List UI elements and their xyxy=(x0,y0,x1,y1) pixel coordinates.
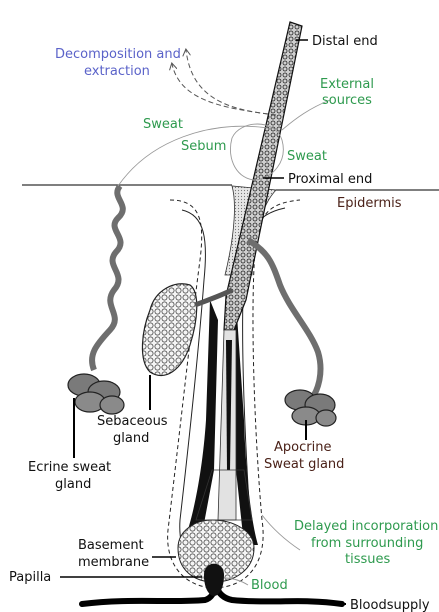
apocrine-duct xyxy=(248,240,320,398)
label-epidermis: Epidermis xyxy=(337,196,402,211)
epidermis-surface xyxy=(22,185,439,190)
label-blood: Blood xyxy=(251,578,288,593)
label-proximal-end: Proximal end xyxy=(288,172,372,187)
sweat-to-hair-curve xyxy=(118,126,268,186)
label-ecrine-1: Ecrine sweat xyxy=(28,460,111,475)
label-papilla: Papilla xyxy=(9,570,51,585)
label-delayed-2: from surrounding xyxy=(311,536,423,551)
label-decomposition-2: extraction xyxy=(84,64,150,79)
ecrine-sweat-duct xyxy=(92,186,123,370)
label-apocrine-1: Apocrine xyxy=(274,440,331,455)
label-external-2: sources xyxy=(322,93,372,108)
label-basement-2: membrane xyxy=(78,555,149,570)
decomposition-arrow-2 xyxy=(172,64,276,115)
label-bloodsupply: Bloodsupply xyxy=(350,598,430,612)
decomposition-arrow-1 xyxy=(186,50,276,115)
sebaceous-gland xyxy=(142,284,196,376)
label-decomposition-1: Decomposition and xyxy=(55,47,181,62)
label-sebum: Sebum xyxy=(181,139,226,154)
label-sebaceous-2: gland xyxy=(113,431,149,446)
label-delayed-3: tissues xyxy=(345,552,390,567)
label-ecrine-2: gland xyxy=(55,477,91,492)
label-basement-1: Basement xyxy=(78,538,144,553)
label-delayed-1: Delayed incorporation xyxy=(294,519,438,534)
label-apocrine-2: Sweat gland xyxy=(264,457,344,472)
label-sweat-right: Sweat xyxy=(287,149,327,164)
label-external-1: External xyxy=(320,77,374,92)
label-sebaceous-1: Sebaceous xyxy=(97,414,168,429)
label-distal-end: Distal end xyxy=(312,34,378,49)
apocrine-gland-coil xyxy=(285,390,336,426)
ecrine-sweat-gland-coil xyxy=(68,374,124,414)
label-sweat-left: Sweat xyxy=(143,117,183,132)
